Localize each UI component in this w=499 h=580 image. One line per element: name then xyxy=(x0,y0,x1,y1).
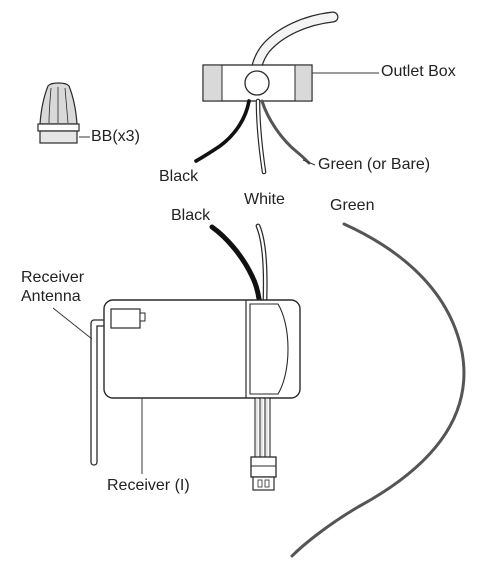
antenna-wire-icon xyxy=(90,319,111,466)
outlet-box-icon xyxy=(202,64,313,102)
antenna-label-line2: Antenna xyxy=(21,288,81,305)
leader-lines xyxy=(52,72,379,474)
antenna-leader xyxy=(52,307,93,340)
box-white-wire-label: White xyxy=(244,191,285,208)
box-wires xyxy=(194,98,311,175)
receiver-wires xyxy=(209,222,466,558)
flex-cable xyxy=(251,11,339,72)
box-black-wire-label: Black xyxy=(159,168,199,185)
connector-plug-icon xyxy=(250,398,277,491)
box-green-wire-label: Green (or Bare) xyxy=(318,156,431,173)
receiver-module-icon xyxy=(103,299,301,399)
wire-nut-label: BB(x3) xyxy=(91,128,140,145)
green-bare-leader xyxy=(302,159,316,166)
receiver-green-wire-label: Green xyxy=(330,197,375,214)
antenna-label-line1: Receiver xyxy=(21,269,85,286)
receiver-black-wire-label: Black xyxy=(171,207,211,224)
outlet-box-label: Outlet Box xyxy=(381,63,456,80)
receiver-label: Receiver (I) xyxy=(107,477,190,494)
wire-nut-icon xyxy=(37,82,80,144)
